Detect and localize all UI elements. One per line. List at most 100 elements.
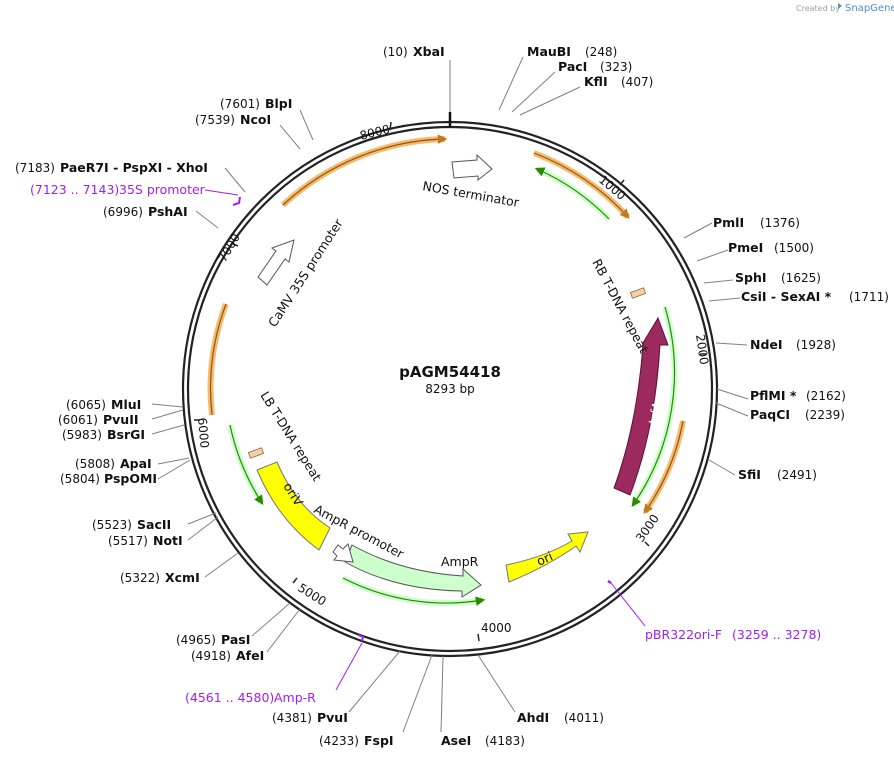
svg-text:(3259 .. 3278): (3259 .. 3278) <box>732 627 821 642</box>
svg-text:PvuI: PvuI <box>317 710 348 725</box>
svg-text:(4965): (4965) <box>176 633 216 647</box>
enzyme-pspomi[interactable]: (5804)PspOMI <box>60 471 157 486</box>
svg-text:(2162): (2162) <box>806 389 846 403</box>
svg-text:PspOMI: PspOMI <box>104 471 157 486</box>
svg-text:PshAI: PshAI <box>148 204 188 219</box>
svg-text:PacI: PacI <box>558 59 587 74</box>
svg-text:(407): (407) <box>621 75 653 89</box>
svg-text:(6065): (6065) <box>66 398 106 412</box>
enzyme-pmli[interactable]: PmlI (1376) <box>713 215 800 230</box>
svg-text:XbaI: XbaI <box>413 44 445 59</box>
enzyme-pmei[interactable]: PmeI (1500) <box>728 240 814 255</box>
enzyme-pshai[interactable]: (6996)PshAI <box>103 204 188 219</box>
snapgene-credit: Created by SnapGene <box>796 3 894 14</box>
enzyme-csii[interactable]: CsiI - SexAI * (1711) <box>741 289 889 304</box>
enzyme-ncoi[interactable]: (7539) NcoI <box>195 112 271 127</box>
ori-label: ori <box>534 548 555 568</box>
enzyme-paqci[interactable]: PaqCI (2239) <box>750 407 845 422</box>
svg-text:NdeI: NdeI <box>750 337 783 352</box>
enzyme-blpi[interactable]: (7601) BlpI <box>220 96 292 111</box>
svg-text:(5808): (5808) <box>75 457 115 471</box>
enzyme-sphi[interactable]: SphI (1625) <box>735 270 821 285</box>
ampr-promoter-arrow <box>332 543 354 563</box>
svg-text:FspI: FspI <box>364 733 394 748</box>
svg-text:PaeR7I - PspXI - XhoI: PaeR7I - PspXI - XhoI <box>60 160 208 175</box>
svg-text:AhdI: AhdI <box>517 710 549 725</box>
enzyme-noti[interactable]: (5517)NotI <box>108 533 183 548</box>
svg-text:(1376): (1376) <box>760 216 800 230</box>
enzyme-apai[interactable]: (5808) ApaI <box>75 456 152 471</box>
enzyme-sacii[interactable]: (5523) SacII <box>92 517 171 532</box>
tick-7000: 7000 <box>215 231 242 264</box>
annotation-arcs <box>207 134 686 607</box>
svg-text:(4011): (4011) <box>564 711 604 725</box>
enzyme-paer7i[interactable]: (7183) PaeR7I - PspXI - XhoI <box>15 160 208 175</box>
svg-text:SphI: SphI <box>735 270 767 285</box>
rb-repeat-box <box>629 287 647 299</box>
enzyme-asei[interactable]: AseI(4183) <box>441 733 525 748</box>
enzyme-afei[interactable]: (4918) AfeI <box>191 648 264 663</box>
svg-text:(1625): (1625) <box>781 271 821 285</box>
svg-text:XcmI: XcmI <box>165 570 200 585</box>
primer-35s-promoter[interactable]: (7123 .. 7143)35S promoter <box>30 182 206 197</box>
enzyme-ahdi[interactable]: AhdI (4011) <box>517 710 604 725</box>
svg-text:(2491): (2491) <box>777 468 817 482</box>
svg-text:(2239): (2239) <box>805 408 845 422</box>
svg-text:MauBI: MauBI <box>527 44 571 59</box>
svg-text:PmlI: PmlI <box>713 215 744 230</box>
svg-text:(323): (323) <box>600 60 632 74</box>
tick-2000: 2000 <box>693 333 711 365</box>
ampr-arrow <box>344 544 482 598</box>
tick-6000: 6000 <box>195 417 212 449</box>
enzyme-xcmi[interactable]: (5322)XcmI <box>120 570 200 585</box>
enzyme-pvui[interactable]: (4381) PvuI <box>272 710 348 725</box>
lb-repeat-box <box>247 447 265 459</box>
svg-text:(6061): (6061) <box>58 413 98 427</box>
enzyme-leaders <box>151 56 749 733</box>
svg-text:PaqCI: PaqCI <box>750 407 790 422</box>
svg-text:(7183): (7183) <box>15 161 55 175</box>
enzyme-maubi[interactable]: MauBI (248) <box>527 44 617 59</box>
enzyme-kfli[interactable]: KflI (407) <box>584 74 653 89</box>
svg-text:PmeI: PmeI <box>728 240 763 255</box>
primer-pbr322ori-f[interactable]: pBR322ori-F(3259 .. 3278) <box>645 627 821 642</box>
svg-text:PflMI *: PflMI * <box>750 388 797 403</box>
enzyme-fspi[interactable]: (4233)FspI <box>319 733 394 748</box>
svg-text:BlpI: BlpI <box>265 96 292 111</box>
svg-text:(1500): (1500) <box>774 241 814 255</box>
svg-text:Amp-R: Amp-R <box>274 690 316 705</box>
svg-text:MluI: MluI <box>111 397 141 412</box>
plasmid-size: 8293 bp <box>425 382 475 396</box>
enzyme-bsrgi[interactable]: (5983)BsrGI <box>62 427 145 442</box>
enzyme-sfii[interactable]: SfiI(2491) <box>738 467 817 482</box>
ampr-label: AmpR <box>441 554 479 569</box>
svg-text:(7601): (7601) <box>220 97 260 111</box>
svg-text:(7539): (7539) <box>195 113 235 127</box>
enzyme-ndei[interactable]: NdeI (1928) <box>750 337 836 352</box>
feature-shapes <box>247 153 669 598</box>
plasmid-name: pAGM54418 <box>399 363 501 381</box>
svg-text:(4381): (4381) <box>272 711 312 725</box>
svg-text:(248): (248) <box>585 45 617 59</box>
svg-text:KflI: KflI <box>584 74 608 89</box>
snapgene-logo-icon <box>838 3 842 9</box>
svg-text:AfeI: AfeI <box>236 648 264 663</box>
enzyme-pasi[interactable]: (4965)PasI <box>176 632 250 647</box>
svg-text:(4918): (4918) <box>191 649 231 663</box>
svg-text:(5523): (5523) <box>92 518 132 532</box>
enzyme-pflmi[interactable]: PflMI * (2162) <box>750 388 846 403</box>
nos-terminator-arrow <box>451 153 493 182</box>
svg-text:AseI: AseI <box>441 733 471 748</box>
svg-text:SacII: SacII <box>137 517 171 532</box>
enzyme-xbai[interactable]: (10)XbaI <box>383 44 445 59</box>
svg-text:NcoI: NcoI <box>240 112 271 127</box>
enzyme-pvuii[interactable]: (6061)PvuII <box>58 412 139 427</box>
svg-text:(1928): (1928) <box>796 338 836 352</box>
tick-3000: 3000 <box>633 512 662 545</box>
primer-amp-r[interactable]: (4561 .. 4580)Amp-R <box>185 690 316 705</box>
svg-text:ApaI: ApaI <box>120 456 152 471</box>
svg-text:CsiI - SexAI *: CsiI - SexAI * <box>741 289 832 304</box>
enzyme-mlui[interactable]: (6065) MluI <box>66 397 141 412</box>
svg-text:(1711): (1711) <box>849 290 889 304</box>
enzyme-paci[interactable]: PacI (323) <box>558 59 632 74</box>
